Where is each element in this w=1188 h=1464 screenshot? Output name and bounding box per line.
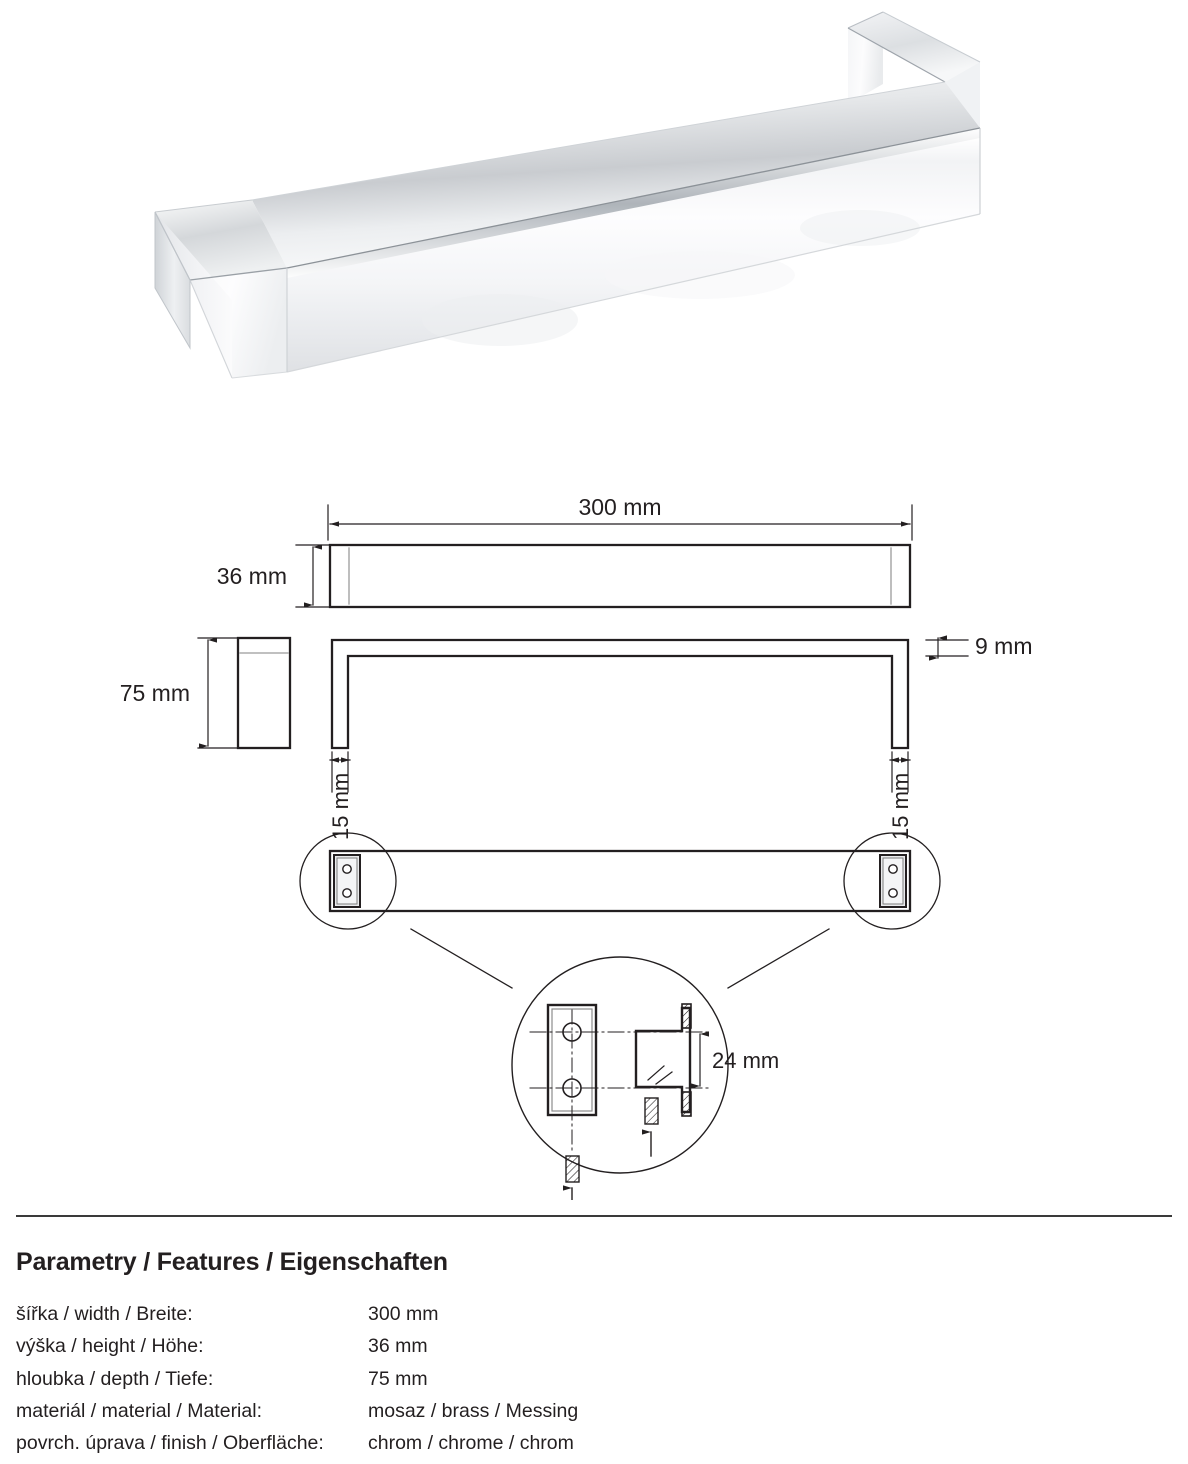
spec-value: 300 mm bbox=[368, 1303, 439, 1325]
dimension-depth bbox=[197, 637, 243, 749]
detail-circle-left bbox=[299, 832, 397, 930]
table-row: šířka / width / Breite: 300 mm bbox=[16, 1302, 1116, 1334]
technical-drawing-svg: 300 mm 36 mm bbox=[120, 494, 1033, 1200]
dimension-thickness-label: 9 mm bbox=[975, 633, 1033, 659]
photo-left-leg bbox=[154, 199, 288, 379]
detail-content bbox=[529, 1003, 713, 1200]
table-row: povrch. úprava / finish / Oberfläche: ch… bbox=[16, 1431, 1116, 1463]
table-row: materiál / material / Material: mosaz / … bbox=[16, 1399, 1116, 1431]
dimension-depth-label: 75 mm bbox=[120, 680, 190, 706]
detail-magnified-circle bbox=[511, 956, 729, 1174]
view-front-elevation bbox=[328, 543, 912, 609]
dimension-height bbox=[295, 544, 334, 608]
detail-leader-right bbox=[727, 928, 830, 989]
dimension-leg-left bbox=[329, 751, 351, 793]
photo-main-bar bbox=[251, 81, 981, 373]
spec-label: hloubka / depth / Tiefe: bbox=[16, 1367, 214, 1390]
specifications-title: Parametry / Features / Eigenschaften bbox=[16, 1248, 448, 1276]
view-side-elevation bbox=[236, 636, 292, 750]
dimension-leg-right bbox=[889, 751, 911, 793]
dimension-detail-label: 24 mm bbox=[712, 1048, 779, 1073]
spec-label: povrch. úprava / finish / Oberfläche: bbox=[16, 1432, 324, 1455]
view-plan bbox=[328, 849, 912, 913]
dimension-width-label: 300 mm bbox=[578, 494, 661, 520]
spec-value: 75 mm bbox=[368, 1367, 428, 1390]
spec-value: 36 mm bbox=[368, 1335, 428, 1358]
detail-screw-right bbox=[642, 1097, 659, 1157]
detail-screw-left bbox=[563, 1155, 580, 1200]
spec-value: mosaz / brass / Messing bbox=[368, 1400, 579, 1423]
view-u-profile bbox=[330, 638, 910, 750]
section-divider bbox=[16, 1215, 1172, 1217]
spec-label: materiál / material / Material: bbox=[16, 1400, 262, 1423]
dimension-height-label: 36 mm bbox=[217, 563, 287, 589]
spec-label: výška / height / Höhe: bbox=[16, 1335, 204, 1358]
dimension-leg-left-label: 15 mm bbox=[328, 773, 353, 840]
spec-label: šířka / width / Breite: bbox=[16, 1303, 193, 1325]
product-photo-image bbox=[154, 11, 981, 379]
table-row: hloubka / depth / Tiefe: 75 mm bbox=[16, 1367, 1116, 1399]
technical-drawing: 300 mm 36 mm bbox=[0, 440, 1188, 1200]
dimension-width bbox=[327, 504, 913, 541]
mounting-plate-right bbox=[879, 854, 907, 908]
product-photo bbox=[0, 0, 1188, 440]
mounting-plate-left bbox=[333, 854, 361, 908]
dimension-thickness bbox=[925, 635, 969, 661]
detail-circle-right bbox=[843, 832, 941, 930]
dimension-leg-right-label: 15 mm bbox=[888, 773, 913, 840]
table-row: výška / height / Höhe: 36 mm bbox=[16, 1334, 1116, 1366]
spec-value: chrom / chrome / chrom bbox=[368, 1432, 574, 1455]
specifications-table: šířka / width / Breite: 300 mm výška / h… bbox=[16, 1302, 1116, 1464]
detail-leader-left bbox=[410, 928, 513, 989]
detail-bracket-section bbox=[634, 1003, 692, 1117]
